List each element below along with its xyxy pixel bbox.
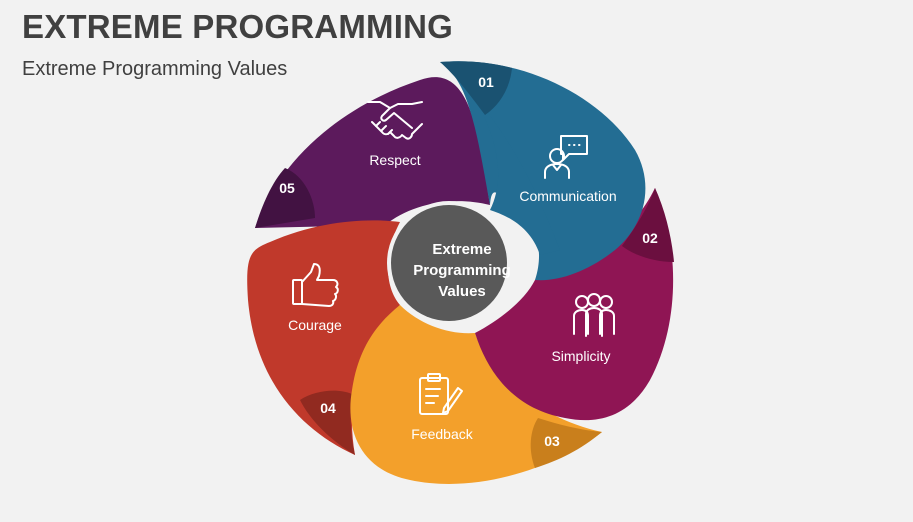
chat-person-icon [544, 135, 588, 179]
petal-communication-shape [440, 61, 646, 281]
center-title-line-2: Programming [413, 262, 511, 279]
petal-feedback-label: Feedback [411, 426, 473, 442]
petal-simplicity-tab [622, 188, 674, 262]
page-subtitle: Extreme Programming Values [22, 58, 288, 80]
petal-courage-tab [300, 390, 355, 455]
petal-feedback-number: 03 [544, 433, 560, 449]
petal-simplicity: 02 Simplicity [475, 188, 674, 421]
people-group-icon [573, 293, 615, 337]
center-circle-inner [391, 205, 507, 321]
petal-respect-tab [255, 168, 315, 228]
petal-feedback-tab [530, 418, 602, 468]
petal-respect-number: 05 [279, 180, 295, 196]
center-title-line-1: Extreme [432, 241, 491, 258]
center-title-line-3: Values [438, 283, 486, 300]
petal-courage-label: Courage [288, 317, 342, 333]
petal-communication: 01 Communication [440, 61, 646, 281]
petal-communication-shape-fill [470, 90, 560, 255]
petal-courage: 04 Courage [247, 220, 400, 455]
thumbs-up-icon [292, 263, 339, 307]
petal-simplicity-number: 02 [642, 230, 658, 246]
handshake-icon [367, 101, 423, 140]
petal-feedback: 03 Feedback [350, 305, 602, 484]
clipboard-pen-icon [419, 373, 463, 415]
petal-respect-shape [255, 77, 490, 229]
petal-respect: 05 Respect [255, 77, 490, 229]
petal-communication-tab [440, 61, 512, 115]
petal-simplicity-label: Simplicity [551, 348, 610, 364]
center-hub: Extreme Programming Values [387, 201, 511, 325]
petal-respect-label: Respect [369, 152, 420, 168]
petal-communication-label: Communication [519, 188, 616, 204]
petal-courage-shape [247, 220, 400, 455]
page-title: EXTREME PROGRAMMING [22, 8, 453, 45]
petal-courage-number: 04 [320, 400, 336, 416]
petal-communication-number: 01 [478, 74, 494, 90]
